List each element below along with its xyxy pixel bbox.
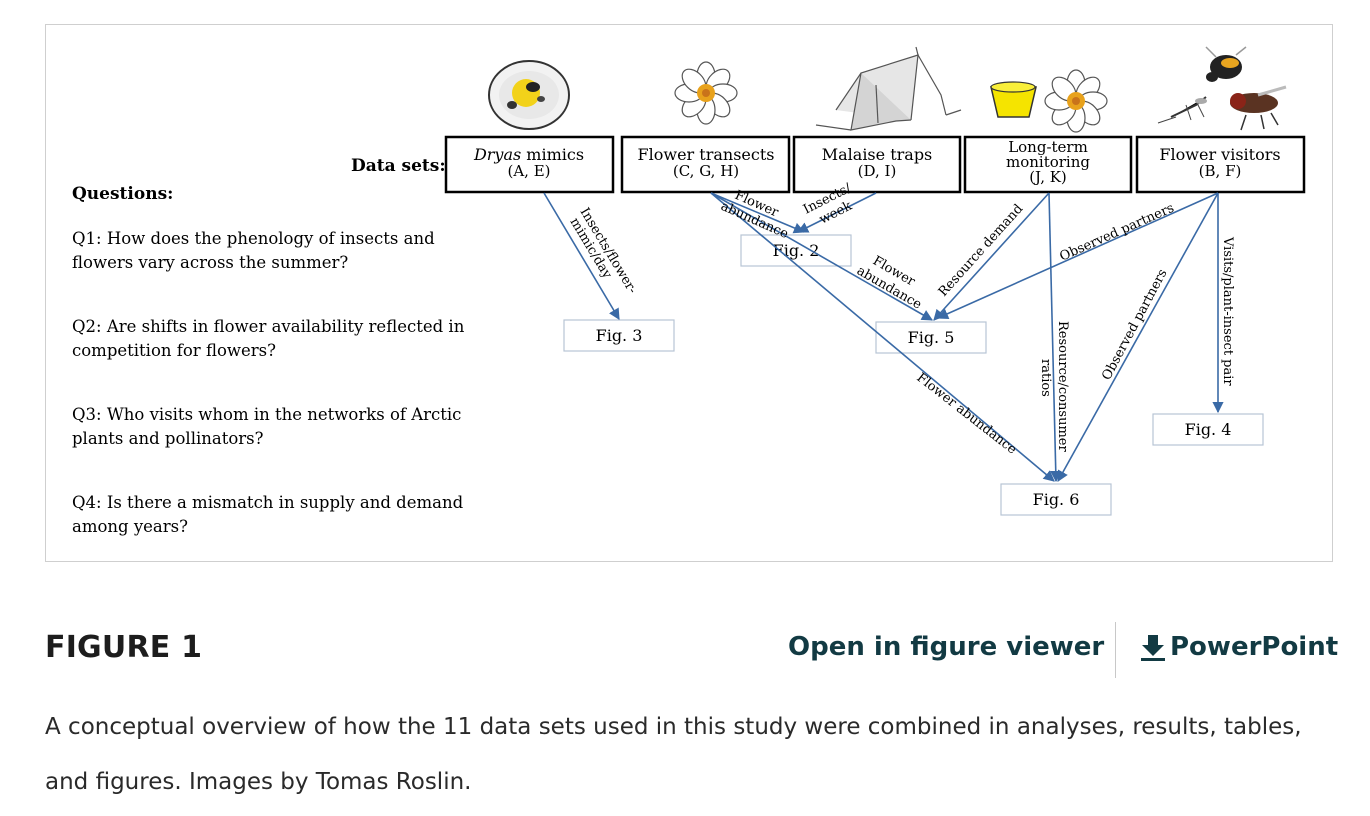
svg-text:Observed partners: Observed partners <box>1099 267 1170 383</box>
question-list: Q1: How does the phenology of insects an… <box>72 229 465 536</box>
question-q2: Q2: Are shifts in flower availability re… <box>72 317 465 336</box>
dataset-box-long-term-monitoring: Long-term monitoring (J, K) <box>963 135 1133 194</box>
figure-caption: A conceptual overview of how the 11 data… <box>45 714 1302 795</box>
malaise-trap-illustration <box>815 46 962 131</box>
yellow-bowl-illustration <box>990 81 1037 118</box>
question-q1: Q1: How does the phenology of insects an… <box>72 229 435 248</box>
flower-illustration <box>1044 69 1108 133</box>
svg-text:Malaise traps: Malaise traps <box>822 145 933 164</box>
svg-text:Fig. 5: Fig. 5 <box>908 328 955 347</box>
svg-text:Flower transects: Flower transects <box>638 145 775 164</box>
svg-text:Fig. 6: Fig. 6 <box>1033 490 1080 509</box>
datasets-label: Data sets: <box>351 156 446 176</box>
dataset-box-malaise-traps: Malaise traps (D, I) <box>792 135 962 194</box>
question-q4: Q4: Is there a mismatch in supply and de… <box>72 493 464 512</box>
fig-box-4: Fig. 4 <box>1152 413 1264 446</box>
svg-text:competition for flowers?: competition for flowers? <box>72 341 276 360</box>
svg-text:(D, I): (D, I) <box>858 162 897 180</box>
svg-text:ratios: ratios <box>1038 359 1053 397</box>
fig-box-5: Fig. 5 <box>875 321 987 354</box>
svg-text:(C, G, H): (C, G, H) <box>673 162 739 180</box>
dryas-mimic-illustration <box>488 60 570 130</box>
link-divider <box>1115 622 1116 678</box>
powerpoint-download-link[interactable]: PowerPoint <box>1138 632 1338 662</box>
svg-text:Observed partners: Observed partners <box>1058 201 1177 265</box>
svg-text:Flower abundance: Flower abundance <box>914 370 1020 457</box>
svg-text:(J, K): (J, K) <box>1029 168 1067 186</box>
svg-text:Resource/consumer: Resource/consumer <box>1055 321 1070 452</box>
svg-text:among years?: among years? <box>72 517 188 536</box>
flower-illustration <box>674 61 738 125</box>
figure-label: FIGURE 1 <box>45 630 203 665</box>
insects-illustration <box>1157 46 1287 131</box>
svg-text:Flower visitors: Flower visitors <box>1159 145 1280 164</box>
dataset-box-flower-visitors: Flower visitors (B, F) <box>1135 135 1306 194</box>
question-q3: Q3: Who visits whom in the networks of A… <box>72 405 461 424</box>
fig-box-3: Fig. 3 <box>563 319 675 352</box>
edge-labels: Insects/flower- mimic/day Flower abundan… <box>567 181 1235 458</box>
conceptual-diagram: Dryas mimics (A, E) Flower transects (C,… <box>72 46 1306 536</box>
download-icon <box>1141 635 1165 661</box>
svg-text:(B, F): (B, F) <box>1199 162 1242 180</box>
svg-text:monitoring: monitoring <box>1006 153 1090 171</box>
svg-text:(A, E): (A, E) <box>507 162 550 180</box>
fig-box-6: Fig. 6 <box>1000 483 1112 516</box>
svg-text:plants and pollinators?: plants and pollinators? <box>72 429 264 448</box>
dataset-box-dryas: Dryas mimics (A, E) <box>444 135 615 194</box>
powerpoint-label: PowerPoint <box>1170 632 1339 662</box>
dataset-box-flower-transects: Flower transects (C, G, H) <box>620 135 791 194</box>
svg-text:Dryas mimics: Dryas mimics <box>473 145 584 164</box>
svg-text:flowers vary across the summer: flowers vary across the summer? <box>72 253 348 272</box>
svg-text:Fig. 4: Fig. 4 <box>1185 420 1232 439</box>
figure-image[interactable]: Dryas mimics (A, E) Flower transects (C,… <box>45 24 1333 562</box>
svg-text:Visits/plant-insect pair: Visits/plant-insect pair <box>1220 236 1235 386</box>
svg-text:Fig. 3: Fig. 3 <box>596 326 643 345</box>
fig-box-2: Fig. 2 <box>740 234 852 267</box>
svg-text:Long-term: Long-term <box>1008 138 1088 156</box>
open-figure-viewer-link[interactable]: Open in figure viewer <box>788 632 1105 662</box>
arrows <box>543 192 1224 483</box>
questions-title: Questions: <box>72 184 173 204</box>
